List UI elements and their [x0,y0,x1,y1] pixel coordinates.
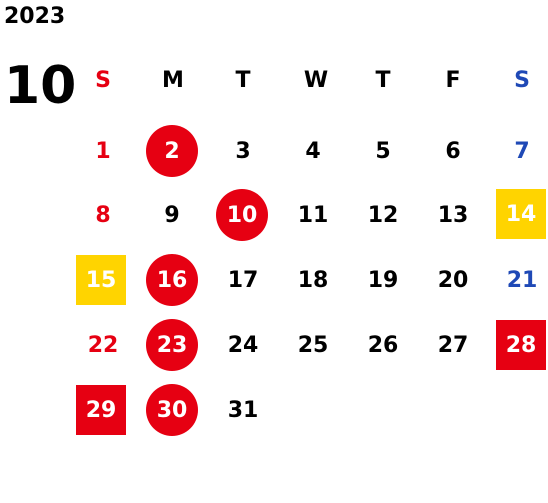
day-31[interactable]: 31 [227,397,259,423]
weekday-friday: F [445,68,461,93]
day-27[interactable]: 27 [437,332,469,358]
weekday-monday: M [162,68,184,93]
day-15[interactable]: 15 [76,255,126,305]
day-2[interactable]: 2 [146,125,198,177]
day-4[interactable]: 4 [305,138,321,164]
day-16[interactable]: 16 [146,254,198,306]
day-29[interactable]: 29 [76,385,126,435]
weekday-tuesday: T [235,68,251,93]
day-13[interactable]: 13 [437,202,469,228]
day-21[interactable]: 21 [506,267,538,293]
day-12[interactable]: 12 [367,202,399,228]
day-11[interactable]: 11 [297,202,329,228]
weekday-wednesday: W [303,68,329,93]
day-10[interactable]: 10 [216,189,268,241]
day-14[interactable]: 14 [496,189,546,239]
day-1[interactable]: 1 [95,138,111,164]
day-30[interactable]: 30 [146,384,198,436]
day-28[interactable]: 28 [496,320,546,370]
year-label: 2023 [4,4,66,29]
day-17[interactable]: 17 [227,267,259,293]
day-24[interactable]: 24 [227,332,259,358]
month-number: 10 [4,56,77,116]
day-5[interactable]: 5 [375,138,391,164]
day-6[interactable]: 6 [445,138,461,164]
day-22[interactable]: 22 [87,332,119,358]
day-3[interactable]: 3 [235,138,251,164]
day-20[interactable]: 20 [437,267,469,293]
day-18[interactable]: 18 [297,267,329,293]
day-19[interactable]: 19 [367,267,399,293]
weekday-thursday: T [375,68,391,93]
weekday-saturday: S [514,68,530,93]
day-26[interactable]: 26 [367,332,399,358]
day-9[interactable]: 9 [164,202,180,228]
day-8[interactable]: 8 [95,202,111,228]
weekday-sunday: S [95,68,111,93]
day-25[interactable]: 25 [297,332,329,358]
day-7[interactable]: 7 [514,138,530,164]
day-23[interactable]: 23 [146,319,198,371]
